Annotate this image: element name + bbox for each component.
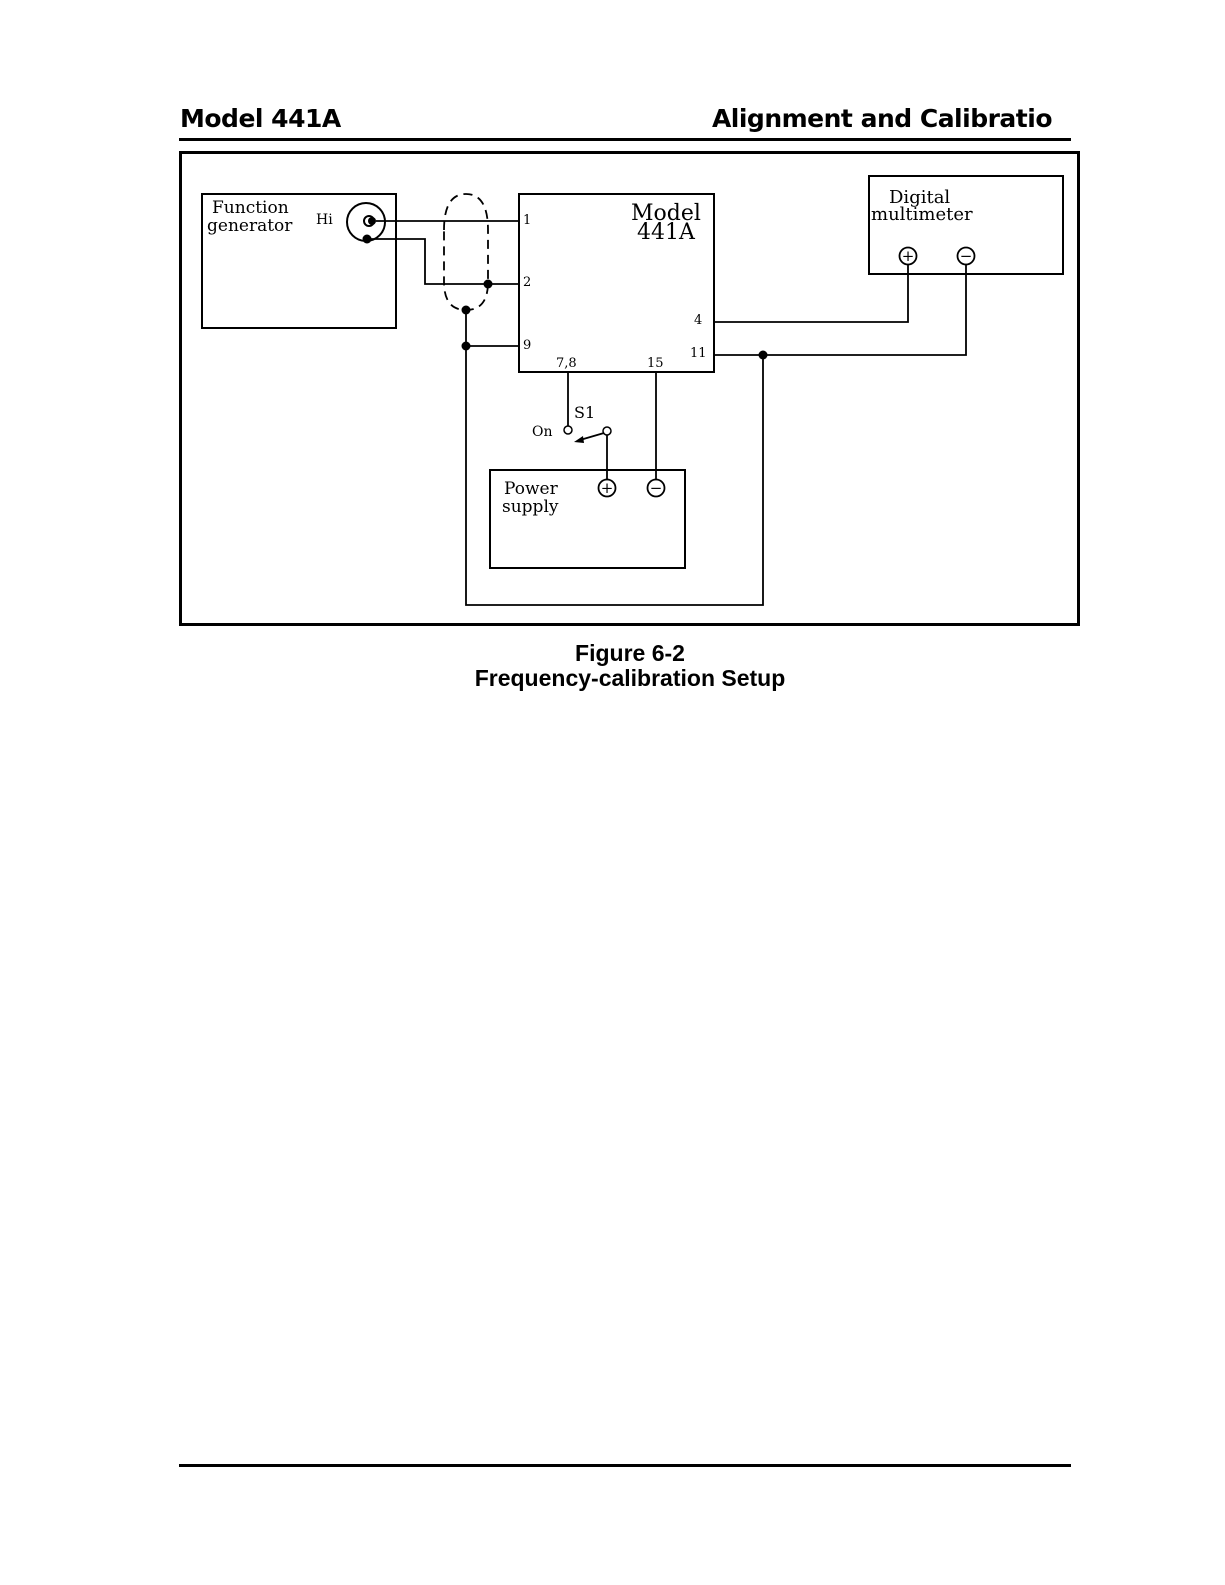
- power-supply: Power supply + −: [490, 470, 685, 568]
- hi-terminal-label: Hi: [316, 212, 333, 228]
- model-label-2: 441A: [637, 220, 696, 245]
- switch-on-label: On: [532, 424, 553, 440]
- bnc-center-dot: [368, 217, 376, 225]
- switch-name: S1: [574, 403, 595, 422]
- wire-pin9-ground-loop: [466, 346, 763, 605]
- multimeter-label-2: multimeter: [871, 204, 973, 225]
- digital-multimeter: Digital multimeter + −: [869, 176, 1063, 274]
- pin-2-label: 2: [523, 275, 531, 290]
- switch-s1: S1 On: [532, 403, 611, 443]
- function-generator-label-2: generator: [207, 216, 293, 236]
- function-generator-label-1: Function: [212, 198, 289, 218]
- power-supply-label-1: Power: [504, 479, 559, 499]
- switch-arrow: [574, 436, 584, 443]
- junction-pin11: [759, 351, 768, 360]
- power-plus-sign: +: [601, 479, 614, 497]
- shielded-cable: [444, 194, 488, 310]
- multimeter-plus-sign: +: [902, 247, 915, 265]
- wire-shield-to-pin2: [367, 239, 519, 284]
- function-generator: Function generator Hi: [202, 194, 396, 328]
- wire-pin11-to-dmm-minus: [714, 265, 966, 355]
- pin-78-label: 7,8: [556, 356, 577, 371]
- switch-on-contact: [564, 426, 572, 434]
- pin-4-label: 4: [694, 313, 702, 328]
- junction-shield-drain: [462, 306, 471, 315]
- pin-1-label: 1: [523, 213, 531, 228]
- pin-11-label: 11: [690, 346, 707, 361]
- figure-number: Figure 6-2: [0, 640, 1225, 667]
- junction-pin2: [484, 280, 493, 289]
- power-supply-label-2: supply: [502, 497, 559, 517]
- switch-blade: [580, 433, 604, 440]
- model-441a: Model 441A 1 2 4 9 11 7,8 15: [519, 194, 714, 372]
- wiring-diagram: Function generator Hi Model 441A 1 2 4 9…: [0, 0, 1225, 700]
- pin-9-label: 9: [523, 338, 531, 353]
- multimeter-minus-sign: −: [960, 247, 973, 265]
- wires: [367, 221, 966, 605]
- pin-15-label: 15: [647, 356, 664, 371]
- figure-title: Frequency-calibration Setup: [0, 665, 1225, 692]
- footer-rule: [179, 1464, 1071, 1467]
- power-minus-sign: −: [650, 479, 663, 497]
- junction-pin9: [462, 342, 471, 351]
